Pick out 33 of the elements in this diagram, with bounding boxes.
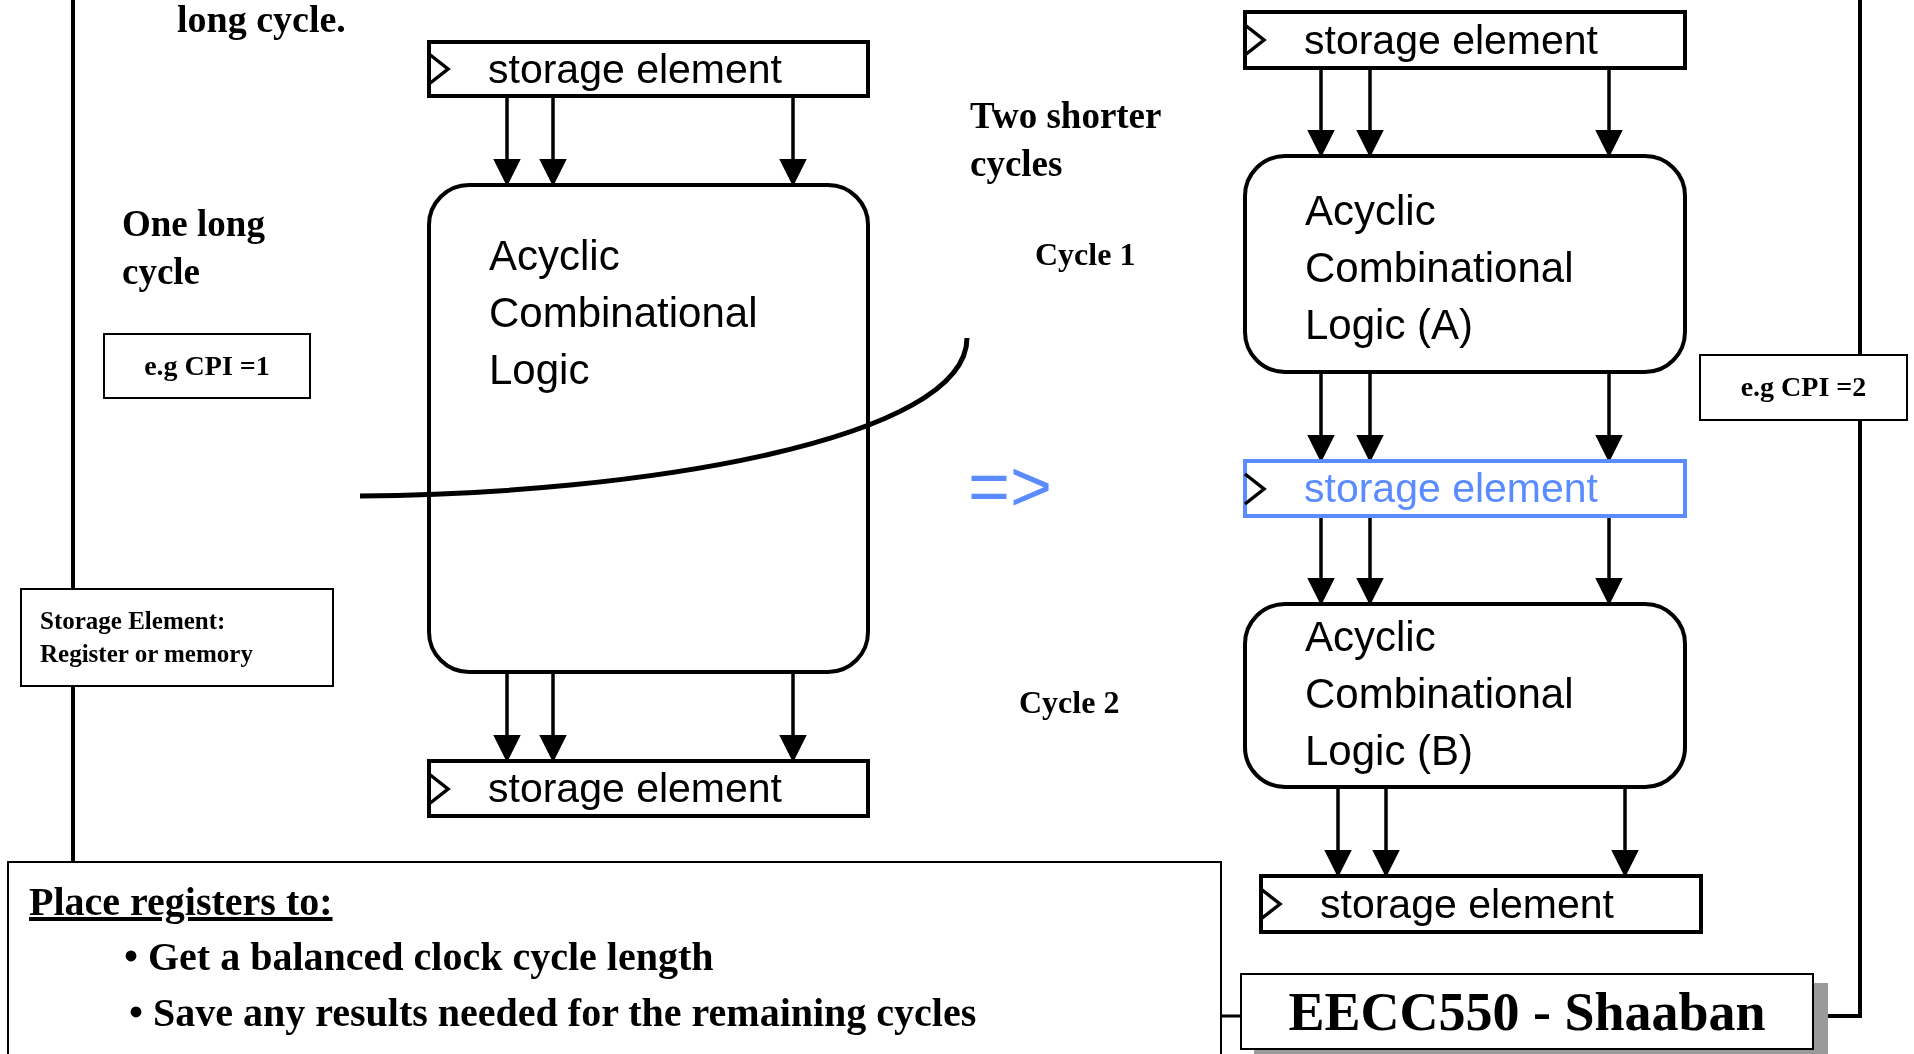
register-box (427, 40, 870, 98)
text-label: Cycle 1 (1035, 235, 1137, 274)
text-label: Cycle 2 (1019, 683, 1121, 722)
note-box (20, 588, 334, 687)
logic-label: Acyclic Combinational Logic (489, 231, 759, 395)
note-box (103, 333, 311, 399)
register-label: storage element (1304, 16, 1598, 65)
logic-label: Acyclic Combinational Logic (A) (1305, 186, 1575, 350)
panel-heading: Place registers to: (29, 878, 333, 926)
logic-box (1243, 602, 1687, 789)
note-text: Storage Element: Register or memory (40, 606, 254, 669)
register-label: storage element (488, 45, 782, 94)
text-label: One long cycle (122, 202, 266, 295)
implies-sign: => (968, 445, 1054, 528)
logic-box (427, 183, 870, 674)
logic-box (1243, 154, 1687, 374)
bullet-item: • Get a balanced clock cycle length (124, 933, 715, 981)
text-label: Two shorter cycles (970, 94, 1162, 187)
register-box (1243, 10, 1687, 70)
note-box (1699, 354, 1908, 421)
text-label: long cycle. (177, 0, 347, 38)
register-label: storage element (1320, 880, 1614, 929)
note-text: e.g CPI =1 (143, 348, 271, 383)
logic-label: Acyclic Combinational Logic (B) (1305, 612, 1575, 776)
register-box (1259, 874, 1703, 934)
footer-text: EECC550 - Shaaban (1288, 980, 1766, 1043)
bullet-item: • Save any results needed for the remaining cycles (129, 989, 978, 1037)
text-panel (7, 861, 1222, 1054)
register-box (1243, 459, 1687, 518)
note-text: e.g CPI =2 (1739, 370, 1868, 405)
register-label: storage element (1304, 464, 1598, 513)
register-label: storage element (488, 764, 782, 813)
register-box (427, 759, 870, 818)
